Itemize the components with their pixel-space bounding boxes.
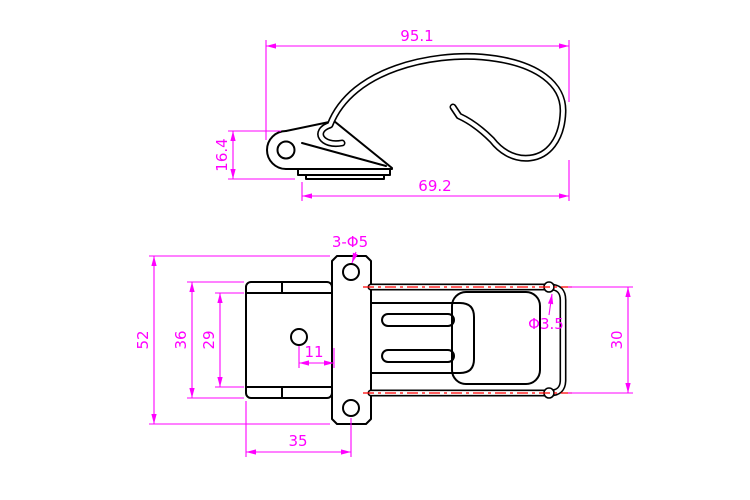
- latch-part-lines: [245, 52, 567, 425]
- dim-label-hole-offset: 11: [304, 343, 323, 361]
- lever-inner-edge: [301, 142, 387, 167]
- dim-label-overall-length: 95.1: [400, 27, 433, 45]
- centerlines: [363, 286, 575, 394]
- plate-hole-bottom: [342, 399, 360, 417]
- pivot-hole: [276, 140, 296, 160]
- dimension-lines: [149, 40, 633, 457]
- dim-label-wire-span: 30: [608, 330, 626, 349]
- lever-hole: [290, 328, 308, 346]
- leader-holes-callout: [351, 251, 358, 264]
- tongue-slot-top: [381, 313, 455, 327]
- keeper-frame-outline: [451, 291, 541, 385]
- base-plate-upper: [297, 168, 391, 176]
- bail-wire-outer: [317, 52, 567, 162]
- dim-label-overall-width: 52: [134, 330, 152, 349]
- hinge-pin-end-bottom: [258, 388, 267, 397]
- callout-label-wire-diameter: Φ3.5: [528, 315, 564, 333]
- lever-body-outline: [245, 281, 333, 399]
- leader-wire-diameter: [547, 293, 554, 316]
- dim-label-inner-width: 29: [200, 330, 218, 349]
- dim-label-base-length: 35: [288, 432, 307, 450]
- mounting-plate-outline: [331, 255, 372, 425]
- tongue-outline: [370, 302, 475, 374]
- dim-label-hook-length: 69.2: [418, 177, 451, 195]
- base-plate-lower: [305, 174, 385, 180]
- dimension-labels: 95.1 16.4 69.2 3-Φ5 52 36 29 11 35 Φ3.5 …: [134, 27, 626, 450]
- pivot-lobe-outline: [266, 130, 287, 170]
- plan-wire-inner: [369, 285, 565, 395]
- callout-label-holes: 3-Φ5: [332, 233, 368, 251]
- bail-wire-inner: [318, 54, 565, 161]
- plan-view: [245, 255, 567, 425]
- dim-label-base-height: 16.4: [213, 138, 231, 171]
- hinge-pin-end-top: [258, 283, 267, 292]
- tongue-slot-bottom: [381, 349, 455, 363]
- dim-label-lever-width: 36: [172, 330, 190, 349]
- side-view: [266, 52, 567, 180]
- plate-hole-top: [342, 263, 360, 281]
